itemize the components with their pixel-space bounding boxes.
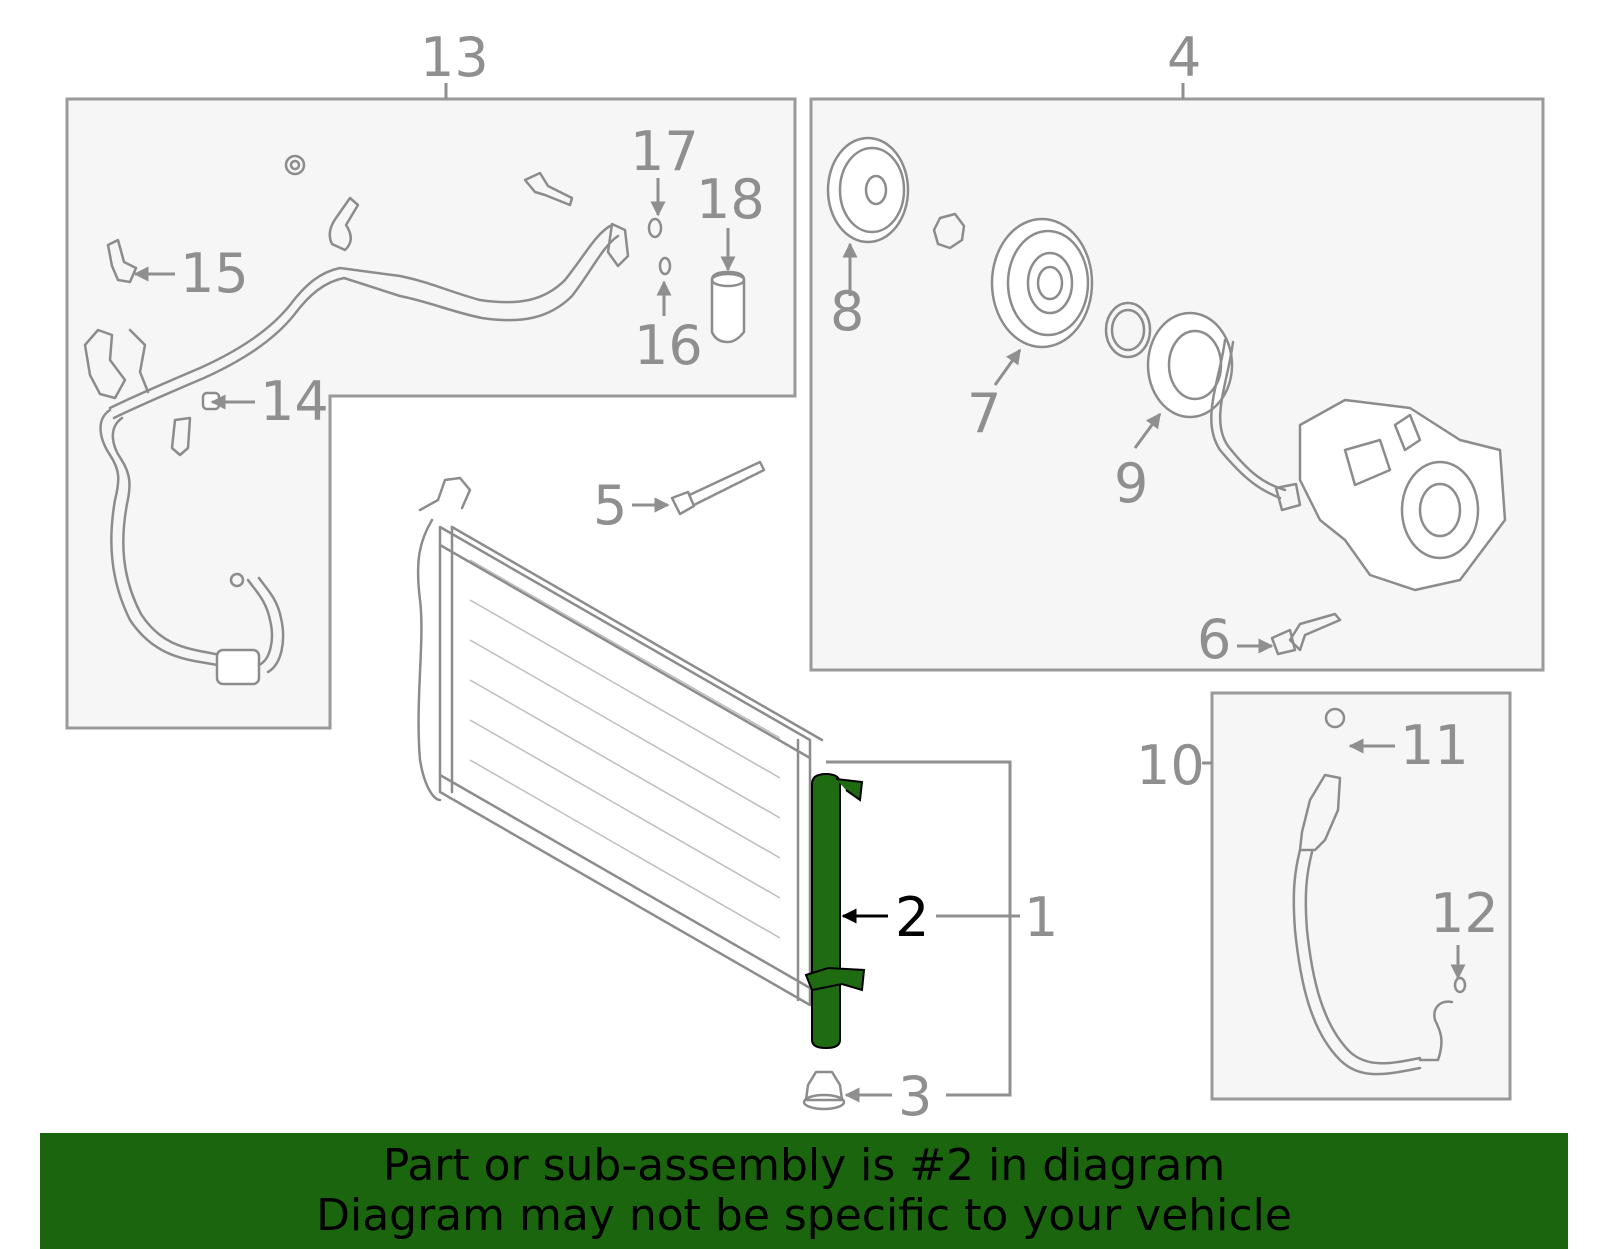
callout-7: 7 bbox=[967, 382, 1001, 445]
group-13-hose-box bbox=[65, 83, 797, 730]
callout-4: 4 bbox=[1167, 26, 1201, 89]
condenser-core bbox=[416, 476, 824, 1007]
callout-labels: 13 4 17 18 15 16 14 8 7 9 5 6 10 11 12 2… bbox=[180, 26, 1499, 1128]
callout-17: 17 bbox=[630, 120, 699, 183]
bolt-5 bbox=[670, 460, 766, 516]
cap-3 bbox=[802, 1070, 846, 1111]
discharge-hose bbox=[1292, 707, 1467, 1076]
callout-15: 15 bbox=[180, 242, 249, 305]
callout-9: 9 bbox=[1114, 452, 1148, 515]
condenser-fins bbox=[469, 559, 781, 939]
leader-lines bbox=[133, 178, 1466, 1103]
group-10-discharge-hose-box bbox=[1202, 691, 1512, 1101]
callout-1: 1 bbox=[1024, 886, 1058, 949]
callout-5: 5 bbox=[593, 474, 627, 537]
callout-2: 2 bbox=[895, 886, 929, 949]
callout-13: 13 bbox=[420, 26, 489, 89]
callout-14: 14 bbox=[260, 370, 329, 433]
banner-line-disclaimer: Diagram may not be specific to your vehi… bbox=[316, 1190, 1292, 1241]
callout-16: 16 bbox=[634, 314, 703, 377]
compressor-clutch-parts bbox=[826, 136, 1507, 656]
callout-8: 8 bbox=[830, 280, 864, 343]
callout-3: 3 bbox=[898, 1065, 932, 1128]
info-banner: Part or sub-assembly is #2 in diagram Di… bbox=[40, 1133, 1568, 1249]
callout-10: 10 bbox=[1136, 734, 1205, 797]
banner-line-part: Part or sub-assembly is #2 in diagram bbox=[382, 1140, 1226, 1191]
callout-6: 6 bbox=[1197, 608, 1231, 671]
callout-11: 11 bbox=[1400, 714, 1469, 777]
suction-hose-assembly bbox=[83, 154, 746, 686]
callout-18: 18 bbox=[696, 168, 765, 231]
receiver-drier-part-2 bbox=[804, 772, 866, 1050]
callout-12: 12 bbox=[1430, 882, 1499, 945]
